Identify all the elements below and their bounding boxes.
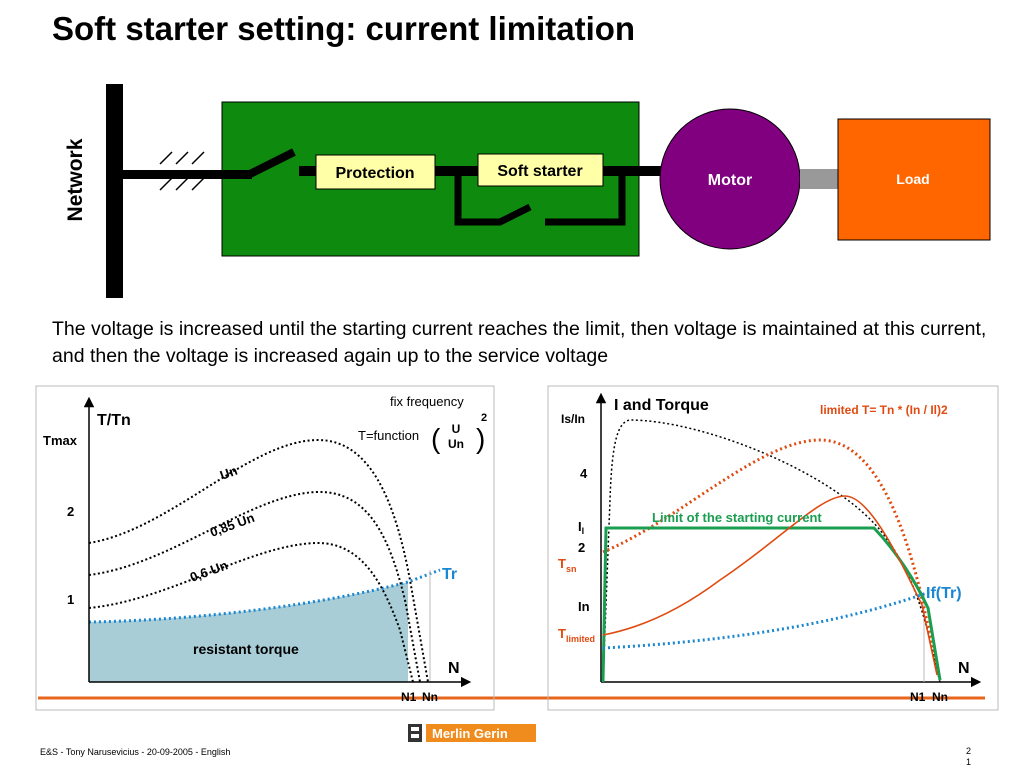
curve-085-label: 0,85 Un [208,510,257,540]
curve-06un [88,541,414,683]
bypass-contactor [454,176,532,226]
right-tick-2: 2 [578,540,585,555]
footer-text: E&S - Tony Narusevicius - 20-09-2005 - E… [40,747,231,757]
curve-un [88,438,429,683]
formula-close-paren: ) [476,423,485,454]
limit-label: Limit of the starting current [652,510,822,525]
right-n1: N1 [910,690,926,704]
left-n1: N1 [401,690,417,704]
curve-un-label: Un [218,463,239,483]
curve-085un [88,490,421,683]
natural-current-curve [602,419,941,683]
left-x-label: N [448,660,460,677]
page-number-line2: 1 [966,757,972,767]
three-phase-marks [159,151,205,191]
tr-label: Tr [442,566,457,583]
left-y-title: T/Tn [97,412,131,429]
if-tr-curve [602,588,936,650]
tr-curve [88,568,441,624]
description-paragraph: The voltage is increased until the start… [52,318,987,367]
feeder-line [120,170,250,179]
il-label: Il [578,519,584,536]
network-diagram: Network Protection Soft starter Motor Lo… [64,84,991,298]
logo-text: Merlin Gerin [432,726,508,741]
right-x-label: N [958,660,970,677]
right-chart-frame [547,385,999,711]
page-number-line1: 2 [966,746,972,756]
tmax-label: Tmax [43,433,78,448]
merlin-gerin-logo: Merlin Gerin [408,724,536,742]
formula-num: U [452,422,461,436]
main-switch [248,148,296,178]
protection-label: Protection [335,165,414,182]
iftr-label: If(Tr) [926,585,962,602]
right-chart-title: I and Torque [614,397,709,414]
left-tick-2: 2 [67,504,74,519]
curve-06-label: 0,6 Un [188,557,230,584]
motor-shaft [800,169,840,189]
load-label: Load [896,171,929,187]
network-busbar [106,84,123,298]
formula-exp: 2 [481,412,487,424]
limited-formula: limited T= Tn * (In / Il)2 [820,403,948,417]
limited-torque-curve [602,495,938,676]
load-box [837,118,991,241]
softstarter-box [477,153,604,187]
left-chart-frame [35,385,495,711]
page-number: 2 1 [966,746,971,768]
right-nn: Nn [932,690,948,704]
softstarter-label: Soft starter [497,163,582,180]
in-label: In [578,599,590,614]
resistant-torque-label: resistant torque [193,641,299,657]
page-title: Soft starter setting: current limitation [52,10,636,47]
resistant-torque-area [89,582,408,682]
motor-label: Motor [708,172,752,189]
tsn-label: Tsn [558,556,576,574]
formula-lhs: T=function [358,428,419,443]
charts: T/Tn Tmax 2 1 fix frequency T=function (… [35,385,999,711]
logo-mark-icon [408,724,422,742]
formula-den: Un [448,437,464,451]
tsn-torque-curve [602,438,942,681]
network-label: Network [64,138,87,221]
left-tick-1: 1 [67,592,74,607]
is-in-label: Is/In [561,412,585,426]
left-nn: Nn [422,690,438,704]
formula-open-paren: ( [431,423,441,454]
right-tick-4: 4 [580,466,588,481]
tlimited-label: Tlimited [558,626,595,644]
fix-frequency: fix frequency [390,394,464,409]
